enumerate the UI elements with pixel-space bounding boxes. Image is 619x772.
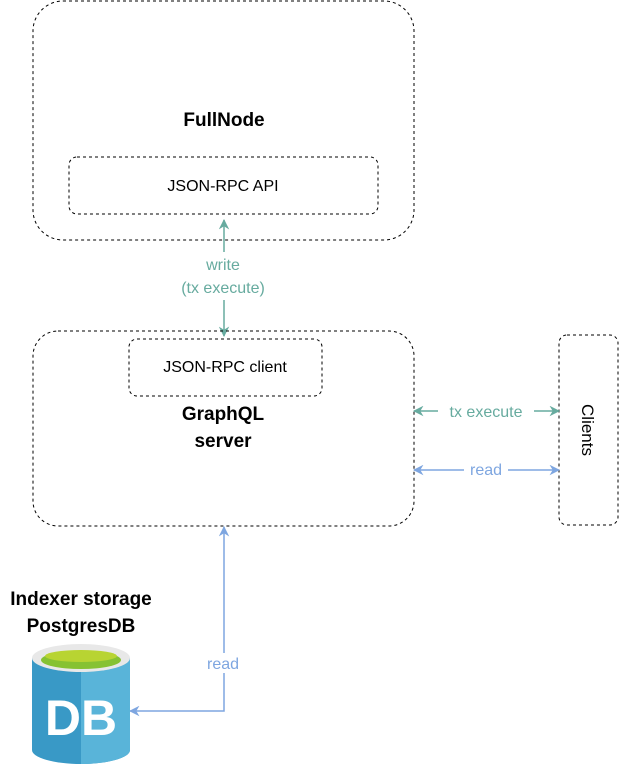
fullnode-box xyxy=(32,0,415,241)
read-clients-edge-label: read xyxy=(470,462,502,479)
json-rpc-api-box xyxy=(68,156,379,215)
database-icon-body-highlight xyxy=(81,658,130,764)
tx-execute-label-bg xyxy=(438,401,534,421)
database-icon-label: DB xyxy=(45,690,117,746)
fullnode-title: FullNode xyxy=(183,110,264,131)
clients-label: Clients xyxy=(578,404,597,456)
read-clients-label-bg xyxy=(464,460,508,480)
json-rpc-api-label: JSON-RPC API xyxy=(167,178,278,195)
indexer-title-line2: PostgresDB xyxy=(27,616,136,637)
graphql-server-title-line2: server xyxy=(194,431,252,452)
read-db-label-bg xyxy=(200,653,248,673)
tx-execute-edge-label: tx execute xyxy=(450,404,523,421)
write-edge-label-line2: (tx execute) xyxy=(181,280,265,297)
graphql-server-title-line1: GraphQL xyxy=(182,404,265,425)
read-db-edge xyxy=(128,525,230,717)
write-edge-label-line1: write xyxy=(205,257,240,274)
indexer-title-line1: Indexer storage xyxy=(10,589,152,610)
database-icon: DB xyxy=(32,644,130,764)
database-icon-top-light xyxy=(45,650,117,662)
write-label-bg xyxy=(168,252,280,300)
json-rpc-client-box xyxy=(128,338,323,397)
read-db-edge-label: read xyxy=(207,656,239,673)
graphql-server-box xyxy=(32,330,415,527)
clients-box xyxy=(558,334,619,526)
json-rpc-client-label: JSON-RPC client xyxy=(163,359,287,376)
